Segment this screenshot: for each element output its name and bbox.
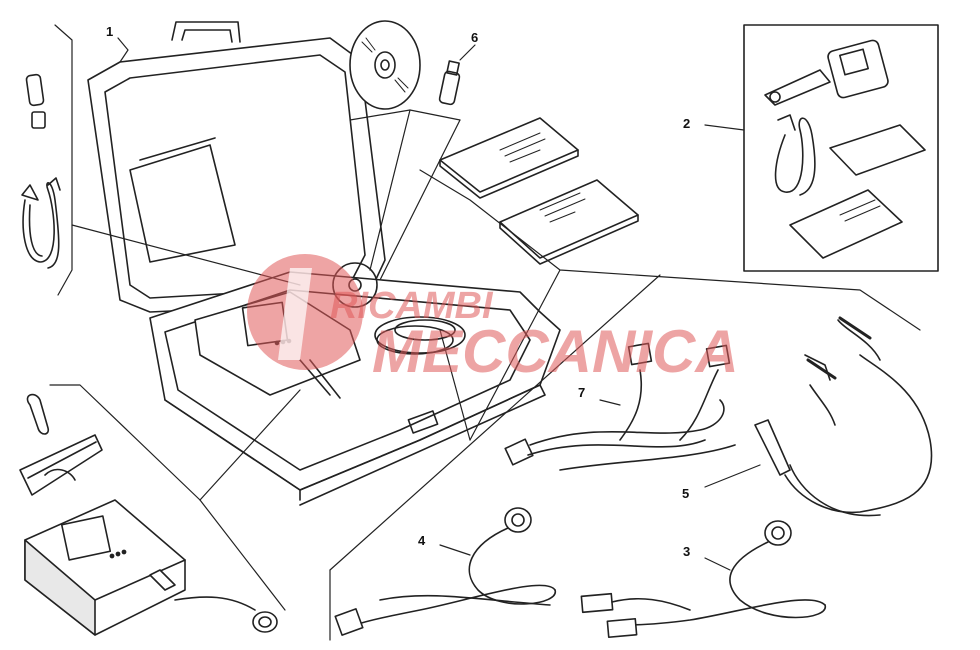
callout-4: 4 xyxy=(418,533,426,548)
usb-key-part-6 xyxy=(438,60,461,106)
diagnostic-device xyxy=(24,499,278,636)
usb-cable-left xyxy=(21,177,61,269)
manuals xyxy=(439,117,639,265)
usb-stick-left xyxy=(25,73,46,129)
callout-6: 6 xyxy=(471,30,479,45)
callout-2: 2 xyxy=(683,116,691,131)
callout-3: 3 xyxy=(683,544,691,559)
callout-1: 1 xyxy=(106,24,114,39)
watermark-logo: RICAMBI MECCANICA xyxy=(247,254,739,385)
cable-part-3 xyxy=(580,520,826,638)
cable-part-4 xyxy=(334,507,556,636)
callout-7: 7 xyxy=(578,385,586,400)
cable-part-5 xyxy=(754,316,933,517)
part-2-kit-box xyxy=(743,24,939,272)
strap-with-clip xyxy=(19,393,103,496)
software-cd xyxy=(349,20,421,110)
cable-part-7 xyxy=(504,342,736,471)
svg-text:RICAMBI: RICAMBI xyxy=(330,285,494,327)
callout-5: 5 xyxy=(682,486,690,501)
svg-text:MECCANICA: MECCANICA xyxy=(372,318,739,385)
